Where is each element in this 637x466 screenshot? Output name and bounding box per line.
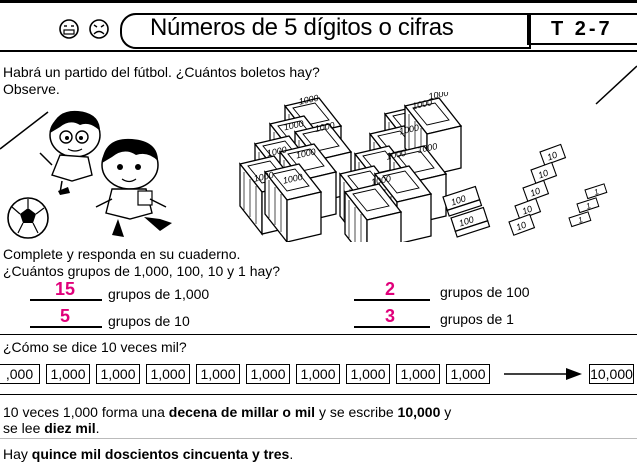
sad-face-icon — [89, 19, 109, 39]
thousand-chip: 1,000 — [346, 364, 390, 384]
page-title: Números de 5 dígitos o cifras — [150, 14, 454, 41]
answer-bold-words: quince mil doscientos cincuenta y tres — [31, 446, 290, 462]
ticket-1000-label: 1000 — [266, 144, 288, 158]
answer-tens-value: 5 — [60, 306, 71, 326]
explanation-text: y — [440, 404, 452, 420]
ticket-1-label: 1 — [593, 187, 600, 197]
code-frame — [527, 13, 637, 45]
ticket-10-label: 10 — [515, 220, 528, 233]
header-top-rule — [0, 0, 637, 3]
instruction-line-2: ¿Cuántos grupos de 1,000, 100, 10 y 1 ha… — [3, 263, 281, 279]
lesson-code: T 2-7 — [551, 18, 613, 40]
ticket-1000-label: 1000 — [385, 148, 407, 162]
ticket-1000-label: 1000 — [298, 93, 320, 107]
section-divider — [0, 394, 637, 395]
thousand-chip: 1,000 — [46, 364, 90, 384]
ticket-100-label: 100 — [458, 214, 475, 228]
intro-line-1: Habrá un partido del fútbol. ¿Cuántos bo… — [3, 64, 320, 80]
answer-blank — [354, 326, 430, 328]
thousand-chip: 1,000 — [146, 364, 190, 384]
thousand-chip: ,000 — [0, 364, 40, 384]
corner-lines — [0, 65, 637, 150]
answer-blank — [30, 299, 102, 301]
explanation-text: . — [95, 420, 100, 436]
answer-ones-label: grupos de 1 — [440, 311, 514, 327]
ticket-10-label: 10 — [521, 204, 534, 217]
ticket-10-label: 10 — [546, 150, 559, 163]
explanation-bold-term: decena de millar o mil — [168, 404, 316, 420]
right-arrow-icon — [504, 368, 582, 380]
ticket-1000-label: 1000 — [253, 170, 275, 184]
answer-text: . — [289, 446, 294, 462]
ticket-1000-label: 1000 — [416, 141, 438, 155]
answer-text: Hay — [3, 446, 32, 462]
section-divider — [0, 438, 637, 439]
thousand-chip: 1,000 — [446, 364, 490, 384]
answer-tens-label: grupos de 10 — [108, 313, 190, 329]
ticket-1000-label: 1000 — [370, 173, 392, 187]
children-playing-illustration — [7, 110, 172, 239]
ten-thousand-chip: 10,000 — [589, 364, 634, 384]
ticket-1000-label: 1000 — [283, 118, 305, 132]
thousand-chip: 1,000 — [96, 364, 140, 384]
instruction-line-1: Complete y responda en su cuaderno. — [3, 246, 241, 262]
explanation-bold-term: diez mil — [44, 420, 96, 436]
thousand-chip: 1,000 — [196, 364, 240, 384]
explanation-text: se lee — [3, 420, 45, 436]
tickets-illustration: 1000 1000 1000 1000 1000 1000 1000 1000 … — [239, 92, 608, 242]
ticket-1000-label: 1000 — [398, 123, 420, 137]
sequence-question: ¿Cómo se dice 10 veces mil? — [3, 339, 187, 355]
answer-hundreds-label: grupos de 100 — [440, 284, 530, 300]
explanation-line-2: se lee diez mil. — [3, 420, 100, 437]
answer-thousands-label: grupos de 1,000 — [108, 286, 210, 302]
answer-blank — [354, 299, 430, 301]
ticket-10-label: 10 — [529, 186, 542, 199]
header-bottom-rule — [0, 50, 637, 52]
explanation-line-1: 10 veces 1,000 forma una decena de milla… — [3, 404, 451, 421]
title-frame — [120, 13, 531, 49]
thousand-chip: 1,000 — [296, 364, 340, 384]
ticket-1-label: 1 — [577, 215, 584, 225]
explanation-text: y se escribe — [315, 404, 398, 420]
ticket-100-label: 100 — [450, 193, 467, 207]
ticket-1000-label: 1000 — [411, 97, 433, 111]
answer-thousands-value: 15 — [55, 279, 76, 299]
answer-hundreds-value: 2 — [385, 279, 396, 299]
thousand-chip: 1,000 — [396, 364, 440, 384]
ticket-1-label: 1 — [585, 201, 592, 211]
ticket-1000-label: 1000 — [428, 92, 450, 102]
explanation-text: 10 veces 1,000 forma una — [3, 404, 169, 420]
ticket-1000-label: 1000 — [314, 120, 336, 134]
header: Números de 5 dígitos o cifras T 2-7 — [0, 0, 637, 52]
thousand-chip: 1,000 — [246, 364, 290, 384]
ticket-10-label: 10 — [537, 168, 550, 181]
ticket-1000-label: 1000 — [295, 146, 317, 160]
answer-ones-value: 3 — [385, 306, 396, 326]
answer-sentence: Hay quince mil doscientos cincuenta y tr… — [3, 446, 293, 463]
answer-blank — [30, 326, 102, 328]
neutral-face-icon — [59, 19, 79, 39]
explanation-bold-number: 10,000 — [397, 404, 441, 420]
section-divider — [0, 334, 637, 335]
ticket-1000-label: 1000 — [282, 172, 304, 186]
intro-line-2: Observe. — [3, 81, 60, 97]
